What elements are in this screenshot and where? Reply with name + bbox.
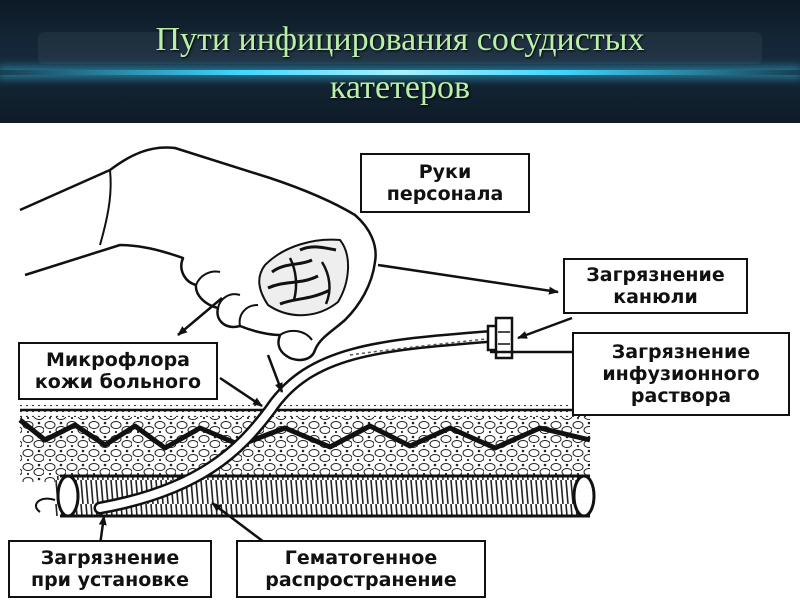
label-hematogenous-spread: Гематогенное распространение [236,540,486,598]
label-cannula-contamination: Загрязнение канюли [563,258,748,314]
hand-illustration [19,146,377,362]
catheter-diagram [18,146,596,546]
title-line-2: катетеров [329,69,471,106]
header-panel [38,32,762,64]
label-insertion-contamination: Загрязнение при установке [8,540,212,598]
cannula-hub [486,316,514,360]
title-line-1: Пути инфицирования сосудистых [155,21,645,58]
label-skin-microflora: Микрофлора кожи больного [18,342,218,400]
skin-tissue-layers [18,405,591,482]
header-glow-line [0,70,800,75]
slide-header: Пути инфицирования сосудистых катетеров [0,0,800,123]
catheter [93,329,502,515]
label-infusion-contamination: Загрязнение инфузионного раствора [572,332,790,416]
pathway-arrows [98,263,573,546]
blood-vessel [35,474,596,518]
label-staff-hands: Руки персонала [360,153,530,213]
page-title: Пути инфицирования сосудистых катетеров [0,16,800,112]
